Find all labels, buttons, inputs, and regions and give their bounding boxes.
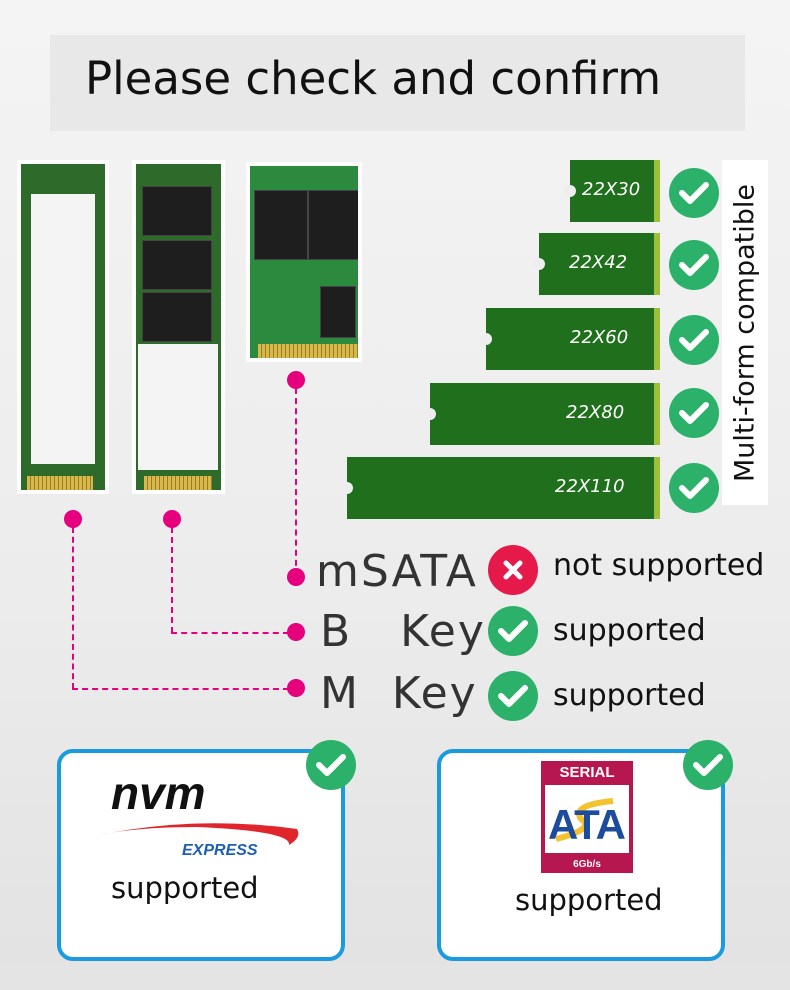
check-icon [683, 740, 733, 790]
check-icon [488, 671, 538, 721]
m-key-marker [64, 510, 82, 528]
msata-marker [287, 371, 305, 389]
nvme-status: supported [111, 871, 259, 905]
check-icon [669, 168, 719, 218]
board-22x60: 22X60 [480, 308, 660, 370]
board-22x30: 22X30 [564, 160, 660, 222]
m-key-connector-line-h [72, 688, 289, 690]
msata-connector-line [295, 388, 297, 576]
msata-status: not supported [553, 548, 765, 583]
sata-card: SERIAL ATA 6Gb/s supported [437, 749, 725, 961]
express-logo-text: EXPRESS [182, 842, 258, 859]
check-icon [669, 388, 719, 438]
m-key-status: supported [553, 678, 706, 713]
check-icon [669, 315, 719, 365]
board-22x42: 22X42 [533, 233, 660, 295]
check-icon [669, 463, 719, 513]
serial-ata-logo: SERIAL ATA 6Gb/s [541, 761, 633, 873]
b-key-label-marker [287, 623, 305, 641]
b-key-status: supported [553, 613, 706, 648]
page-title: Please check and confirm [85, 52, 662, 105]
board-22x80: 22X80 [424, 383, 660, 445]
board-label: 22X80 [566, 402, 625, 423]
nvm-logo-text: nvm [111, 767, 206, 819]
m-key-ssd-image [17, 160, 109, 494]
board-22x110: 22X110 [341, 457, 660, 519]
check-icon [306, 740, 356, 790]
multi-form-caption: Multi-form compatible [722, 160, 768, 505]
nvm-express-logo: nvm EXPRESS [99, 767, 299, 859]
b-key-connector-line-h [171, 632, 289, 634]
interface-m-key: M Key [320, 668, 478, 719]
b-key-connector-line [171, 527, 173, 633]
interface-b-key: B Key [320, 606, 486, 657]
speed-logo-text: 6Gb/s [573, 859, 601, 870]
board-label: 22X60 [570, 327, 629, 348]
m-key-label-marker [287, 679, 305, 697]
multi-form-caption-text: Multi-form compatible [729, 183, 761, 482]
cross-icon [488, 545, 538, 595]
nvme-card: nvm EXPRESS supported [57, 749, 345, 961]
m-key-connector-line [72, 527, 74, 689]
check-icon [669, 240, 719, 290]
interface-msata: mSATA [316, 546, 478, 597]
b-key-ssd-image [132, 160, 225, 494]
bottom-band [0, 962, 790, 990]
serial-logo-text: SERIAL [559, 764, 614, 781]
board-label: 22X30 [582, 179, 641, 200]
board-label: 22X110 [555, 476, 625, 497]
sata-status: supported [515, 883, 663, 917]
title-banner [50, 35, 745, 131]
ata-logo-text: ATA [548, 801, 626, 848]
board-label: 22X42 [569, 252, 628, 273]
check-icon [488, 606, 538, 656]
b-key-marker [163, 510, 181, 528]
msata-label-marker [287, 568, 305, 586]
msata-ssd-image [246, 162, 362, 362]
